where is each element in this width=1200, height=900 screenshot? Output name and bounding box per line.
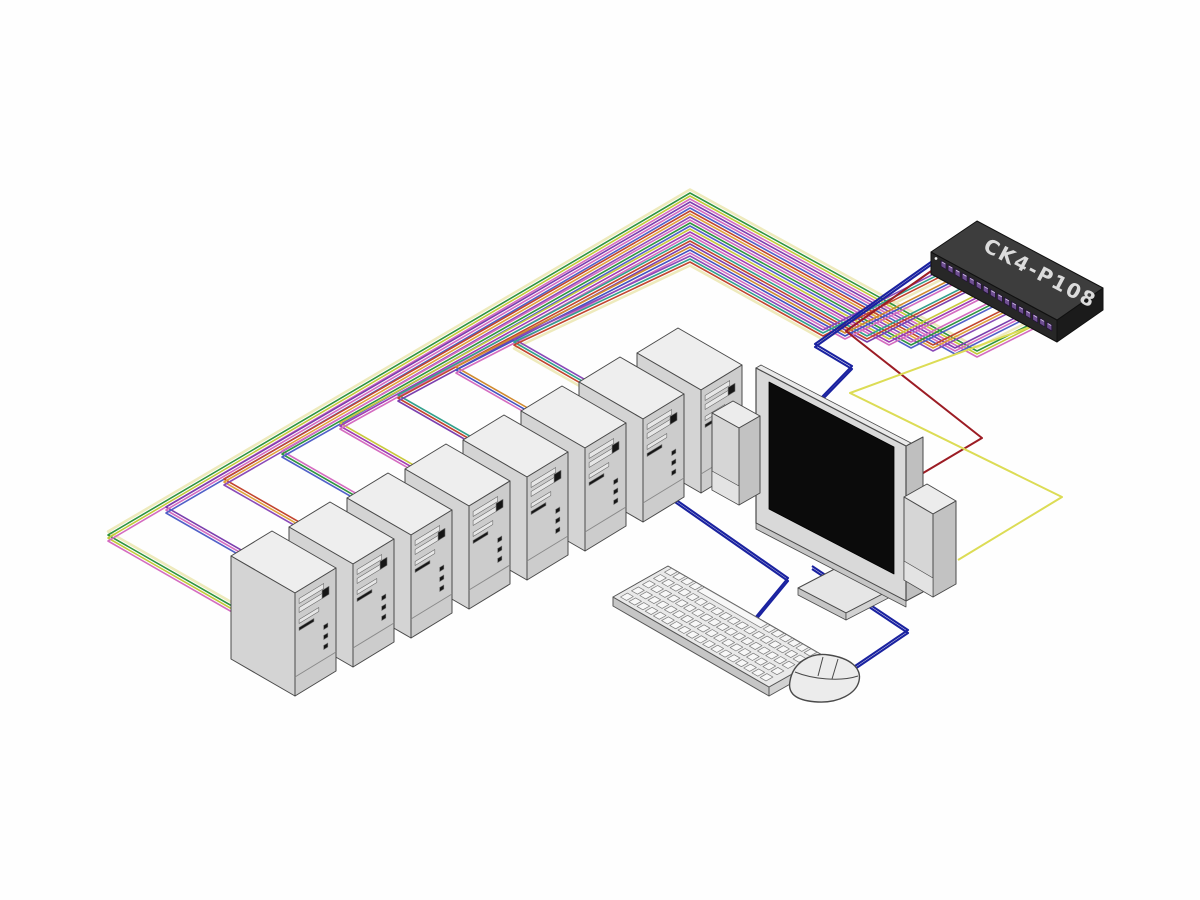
console-cable-speaker-link <box>849 319 1063 561</box>
kvm-switch-body <box>930 220 1104 343</box>
kvm-cable-group-6 <box>397 237 977 485</box>
mouse <box>788 653 861 703</box>
speakers <box>711 400 957 598</box>
kvm-switch-ports <box>940 260 1053 332</box>
kvm-cable-group-1 <box>107 192 1042 625</box>
computer-towers <box>230 327 743 697</box>
kvm-cable-group-3 <box>223 210 1016 569</box>
kvm-switch: CK4-P108 <box>930 220 1104 343</box>
kvm-cable-bundle <box>106 188 1042 625</box>
computer-tower-1 <box>230 530 337 697</box>
console-cable-monitor-link <box>845 261 983 483</box>
kvm-cable-group-5 <box>339 228 990 513</box>
kvm-cable-group-2 <box>165 201 1029 597</box>
monitor <box>755 364 924 621</box>
kvm-cable-group-7 <box>455 246 964 457</box>
speaker-left <box>711 400 761 506</box>
speaker-right <box>903 483 957 598</box>
kvm-cable-group-4 <box>281 219 1003 541</box>
